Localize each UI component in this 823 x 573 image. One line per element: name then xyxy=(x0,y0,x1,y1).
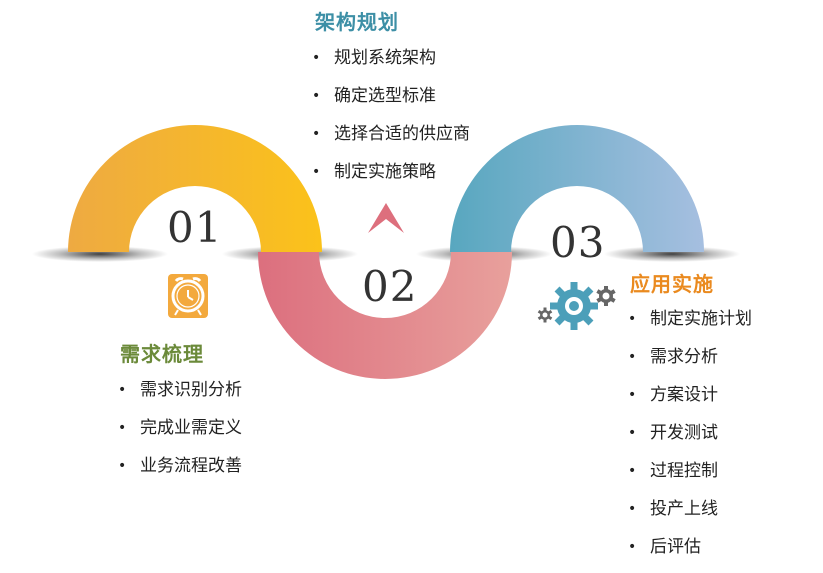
alarm-clock-icon xyxy=(168,274,208,318)
bullet-dot: • xyxy=(628,349,637,365)
list-item: • 后评估 xyxy=(628,535,752,573)
list-item: • 制定实施策略 xyxy=(312,160,470,198)
gears-icon xyxy=(537,282,616,330)
step-number-02: 02 xyxy=(362,262,418,311)
list-item-text: 过程控制 xyxy=(650,461,718,481)
bullet-dot: • xyxy=(628,387,637,403)
section-list-02: • 规划系统架构 • 确定选型标准 • 选择合适的供应商 • 制定实施策略 xyxy=(312,46,470,198)
section-title-01: 需求梳理 xyxy=(120,342,204,366)
up-chevron-icon xyxy=(368,203,404,233)
list-item: • 规划系统架构 xyxy=(312,46,470,84)
list-item: • 选择合适的供应商 xyxy=(312,122,470,160)
list-item-text: 制定实施策略 xyxy=(334,162,436,182)
list-item-text: 需求识别分析 xyxy=(140,380,242,400)
list-item: • 完成业需定义 xyxy=(118,416,242,454)
arc-01 xyxy=(68,125,322,252)
list-item-text: 投产上线 xyxy=(650,499,718,519)
step-number-03: 03 xyxy=(550,218,606,267)
arc-02 xyxy=(258,252,512,379)
bullet-dot: • xyxy=(628,463,637,479)
section-title-03: 应用实施 xyxy=(630,272,714,296)
list-item-text: 后评估 xyxy=(650,537,701,557)
bullet-dot: • xyxy=(312,88,321,104)
bullet-dot: • xyxy=(312,126,321,142)
bullet-dot: • xyxy=(118,420,127,436)
arc-shadow xyxy=(604,246,740,262)
list-item-text: 规划系统架构 xyxy=(334,48,436,68)
list-item: • 确定选型标准 xyxy=(312,84,470,122)
list-item: • 业务流程改善 xyxy=(118,454,242,492)
bullet-dot: • xyxy=(628,425,637,441)
list-item-text: 需求分析 xyxy=(650,347,718,367)
step-number-01: 01 xyxy=(167,203,223,252)
list-item-text: 完成业需定义 xyxy=(140,418,242,438)
list-item: • 过程控制 xyxy=(628,459,752,497)
bullet-dot: • xyxy=(118,382,127,398)
bullet-dot: • xyxy=(118,458,127,474)
arc-shadow xyxy=(32,246,168,262)
bullet-dot: • xyxy=(312,50,321,66)
list-item: • 需求识别分析 xyxy=(118,378,242,416)
list-item: • 需求分析 xyxy=(628,345,752,383)
bullet-dot: • xyxy=(628,501,637,517)
bullet-dot: • xyxy=(628,539,637,555)
list-item: • 方案设计 xyxy=(628,383,752,421)
bullet-dot: • xyxy=(628,311,637,327)
list-item-text: 业务流程改善 xyxy=(140,456,242,476)
list-item-text: 选择合适的供应商 xyxy=(334,124,470,144)
list-item-text: 确定选型标准 xyxy=(334,86,436,106)
bullet-dot: • xyxy=(312,164,321,180)
list-item: • 投产上线 xyxy=(628,497,752,535)
section-title-02: 架构规划 xyxy=(315,10,399,34)
list-item: • 开发测试 xyxy=(628,421,752,459)
section-list-03: • 制定实施计划 • 需求分析 • 方案设计 • 开发测试 • 过程控制 • 投产上线 • 后… xyxy=(628,307,752,573)
list-item-text: 制定实施计划 xyxy=(650,309,752,329)
arc-03 xyxy=(450,125,704,252)
section-list-01: • 需求识别分析 • 完成业需定义 • 业务流程改善 xyxy=(118,378,242,492)
list-item: • 制定实施计划 xyxy=(628,307,752,345)
list-item-text: 开发测试 xyxy=(650,423,718,443)
list-item-text: 方案设计 xyxy=(650,385,718,405)
